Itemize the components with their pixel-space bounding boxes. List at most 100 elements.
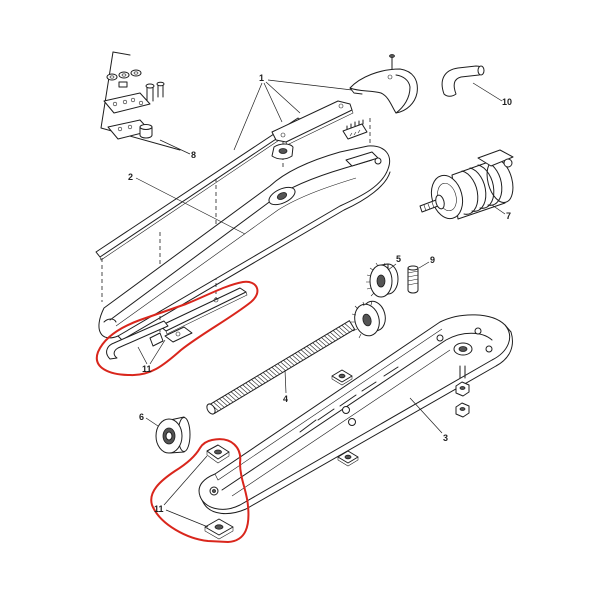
square-washer-hole — [338, 373, 346, 379]
highlight-lower-part-11 — [150, 438, 250, 543]
worm-thread — [327, 333, 336, 342]
part-10-release-lever — [441, 65, 485, 97]
leader-line-6 — [145, 417, 159, 427]
clip-hole — [278, 148, 288, 154]
worm-thread — [338, 326, 347, 335]
worm-thread — [309, 344, 318, 352]
worm-thread — [315, 340, 324, 349]
part-2-top-cover — [98, 145, 391, 341]
housing-boss — [342, 406, 350, 414]
fasteners — [331, 365, 470, 467]
worm-thread — [344, 323, 353, 331]
plate-hole — [112, 101, 118, 107]
motor-gearbox — [477, 149, 514, 167]
worm-thread — [277, 363, 286, 371]
callout-10: 10 — [502, 97, 512, 107]
rod-end — [477, 65, 485, 76]
cap-shell — [349, 68, 418, 114]
leader-line-11-upper — [149, 339, 166, 365]
lever-hole — [280, 132, 286, 138]
kit-spacer-top — [139, 124, 153, 130]
leader-line-7 — [491, 204, 506, 215]
worm-thread — [236, 388, 245, 396]
washer-hole — [109, 75, 115, 79]
part-1-screw — [389, 54, 395, 70]
motor-fin — [477, 164, 495, 209]
mount-plate-edge — [206, 451, 230, 464]
worm-thread — [239, 386, 248, 394]
worm-thread — [283, 360, 292, 368]
worm-thread — [318, 339, 327, 347]
bearing-bore-ring — [165, 431, 173, 441]
worm-threads — [210, 323, 353, 412]
worm-thread — [292, 354, 301, 363]
leader-line-11-upper — [137, 346, 148, 365]
worm-thread — [216, 400, 225, 408]
leader-line-1 — [265, 81, 301, 114]
square-washer-hole — [344, 454, 352, 460]
worm-thread — [242, 384, 251, 392]
part-1-clip — [271, 143, 294, 160]
plate-hole — [138, 100, 144, 106]
housing-screw-hole — [436, 334, 444, 342]
housing-screw-hole — [474, 327, 482, 335]
plate-hole — [130, 97, 136, 103]
leader-line-5 — [387, 263, 397, 271]
bracket-hole — [213, 297, 219, 303]
bolt-head — [156, 81, 165, 87]
leader-line-1 — [263, 82, 283, 123]
plate-hole — [127, 124, 133, 130]
lever-hole — [338, 103, 344, 109]
worm-thread — [259, 374, 269, 382]
motor-fin — [469, 167, 487, 212]
square-washer-edge — [337, 457, 359, 467]
square-washer-edge — [331, 376, 353, 386]
worm-thread — [294, 353, 304, 361]
housing-pivot-bore — [458, 346, 468, 352]
lever-edge — [285, 109, 354, 146]
callout-5: 5 — [396, 254, 401, 264]
leader-line-10 — [472, 82, 503, 102]
leader-line-4 — [284, 369, 287, 394]
part-5-gear — [366, 262, 399, 298]
part-8-hardware-kit — [100, 51, 181, 151]
housing-screw-hole — [485, 345, 493, 353]
hex-nut-bore — [459, 407, 466, 411]
leader-line-9 — [418, 261, 430, 269]
cover-inner-line — [115, 177, 357, 327]
worm-thread — [341, 325, 350, 333]
cover-lower-edge — [117, 171, 391, 341]
mount-plate-hole — [214, 524, 224, 530]
leader-line-3 — [409, 397, 443, 434]
callout-3: 3 — [443, 433, 448, 443]
part-3-lower-housing — [198, 314, 513, 515]
callout-11-lower: 11 — [154, 504, 164, 514]
plate-hole — [117, 126, 123, 132]
part-1-lever — [271, 100, 354, 146]
leader-lines — [135, 79, 506, 528]
worm-thread — [245, 382, 254, 391]
bracket-plate-hole — [175, 331, 181, 337]
worm-thread — [248, 381, 257, 389]
nut — [118, 81, 128, 88]
worm-thread — [225, 395, 234, 403]
motor-collar — [435, 194, 445, 210]
terminal-block-body — [342, 123, 368, 140]
leader-line-11-lower — [165, 509, 209, 528]
leader-line-8 — [159, 139, 191, 155]
terminal-slots — [349, 129, 361, 137]
kit-frame-top — [112, 51, 131, 56]
terminal-teeth — [346, 119, 364, 130]
housing-boss — [348, 418, 356, 426]
screw-head — [389, 54, 395, 58]
hex-nut-bore — [459, 386, 466, 390]
washer-hole — [121, 73, 127, 77]
housing-outline — [198, 314, 510, 510]
callout-6: 6 — [139, 412, 144, 422]
worm-thread — [280, 361, 289, 370]
worm-thread — [303, 347, 313, 356]
bolt — [146, 85, 154, 102]
pin-body — [407, 267, 419, 294]
bracket-plate — [164, 326, 193, 343]
